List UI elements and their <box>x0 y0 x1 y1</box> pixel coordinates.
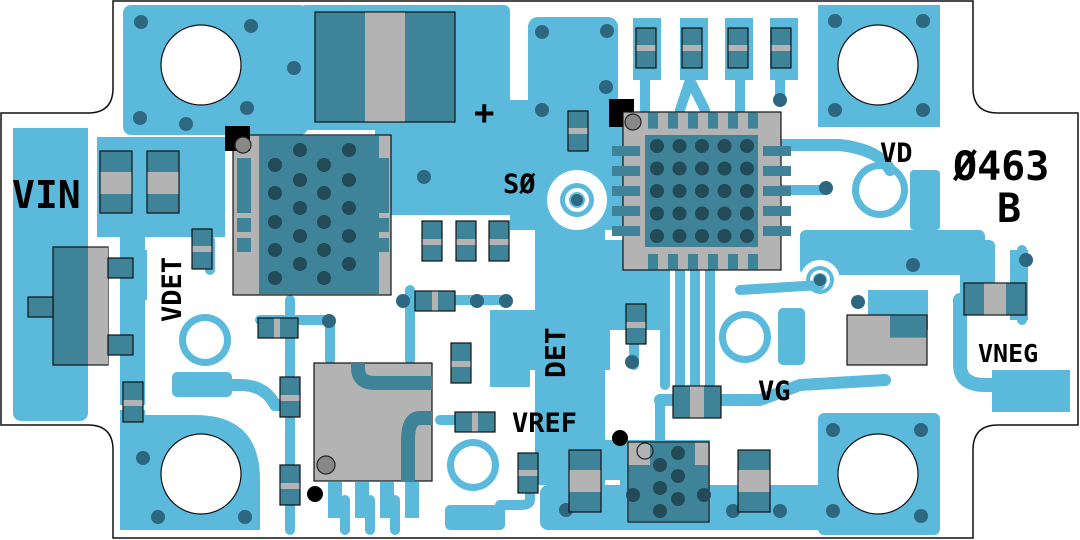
thermal-via <box>695 184 709 198</box>
resistor-r17 <box>770 27 792 69</box>
thermal-via <box>317 158 331 172</box>
thermal-via <box>672 229 687 243</box>
resistor-r6 <box>414 290 456 312</box>
label-vdet: VDET <box>157 257 188 322</box>
thermal-via <box>317 243 331 257</box>
thermal-via <box>717 206 732 221</box>
label-vd: VD <box>880 138 913 169</box>
thermal-via <box>650 184 664 198</box>
thermal-via <box>695 161 709 176</box>
resistor-r16 <box>727 27 749 69</box>
resistor-r18 <box>625 303 647 345</box>
label-det: DET <box>539 327 572 378</box>
thermal-via <box>268 158 282 172</box>
resistor-r5 <box>488 220 510 262</box>
capacitor-c-right-bottom <box>737 449 771 513</box>
thermal-via <box>717 184 732 198</box>
thermal-via <box>342 201 356 215</box>
resistor-r7 <box>257 317 299 339</box>
thermal-via <box>672 206 687 221</box>
label-vg: VG <box>758 376 791 407</box>
mounting-hole-bottom-left <box>160 433 242 515</box>
mounting-holes <box>160 24 919 515</box>
label-vneg: VNEG <box>978 339 1038 368</box>
resistor-r10 <box>450 342 472 384</box>
resistor-r4 <box>455 220 477 262</box>
thermal-via <box>650 161 664 176</box>
thermal-via <box>293 229 307 243</box>
thermal-via <box>293 143 307 157</box>
thermal-via <box>740 161 754 176</box>
pad-det <box>490 327 530 387</box>
label-plus: + <box>474 93 494 133</box>
thermal-via <box>317 186 331 200</box>
resistor-r14 <box>635 27 657 69</box>
inductor-vin <box>27 246 134 366</box>
thermal-via <box>268 215 282 229</box>
thermal-via <box>740 139 754 153</box>
thermal-via <box>740 229 754 243</box>
thermal-via <box>740 184 754 198</box>
resistor-vdet <box>191 228 213 270</box>
capacitor-c-bottom <box>568 449 602 513</box>
silkscreen: VIN VDET DET VREF VD VG VNEG SØ + Ø463 B <box>12 93 1049 439</box>
thermal-via <box>317 215 331 229</box>
thermal-via <box>695 229 709 243</box>
thermal-via <box>342 229 356 243</box>
resistor-r8 <box>279 376 301 418</box>
thermal-via <box>650 229 664 243</box>
thermal-via <box>268 271 282 285</box>
mounting-hole-top-right <box>837 24 919 106</box>
resistor-r11 <box>454 411 496 433</box>
ic-u2-qfn <box>609 99 791 271</box>
thermal-via <box>650 139 664 153</box>
thermal-via <box>740 206 754 221</box>
resistor-r12 <box>517 452 539 494</box>
resistor-r-left-bottom <box>122 381 144 423</box>
capacitor-vneg-large <box>846 314 928 366</box>
ic-u3 <box>307 362 433 518</box>
thermal-via <box>268 243 282 257</box>
ic-u1 <box>225 126 392 296</box>
thermal-via <box>293 257 307 271</box>
capacitor-c2 <box>146 150 180 214</box>
label-vin: VIN <box>12 173 81 217</box>
label-part-number: Ø463 <box>952 144 1049 190</box>
resistor-vneg <box>963 282 1027 316</box>
resistor-r9 <box>279 464 301 506</box>
vias <box>133 14 1033 524</box>
thermal-via <box>650 206 664 221</box>
thermal-via <box>672 139 687 153</box>
label-vref: VREF <box>512 408 577 439</box>
mounting-hole-bottom-right <box>837 433 919 515</box>
thermal-via <box>717 161 732 176</box>
thermal-via <box>672 161 687 176</box>
thermal-via <box>342 257 356 271</box>
label-s0: SØ <box>503 169 536 200</box>
inductor-vg <box>672 385 722 419</box>
passive-components <box>27 11 1027 513</box>
resistor-r3 <box>421 220 443 262</box>
thermal-via <box>717 139 732 153</box>
thermal-via <box>317 271 331 285</box>
thermal-via <box>695 139 709 153</box>
capacitor-bulk <box>314 11 456 123</box>
thermal-via <box>717 229 732 243</box>
ic-u4 <box>612 430 711 523</box>
thermal-via <box>268 186 282 200</box>
thermal-via <box>672 184 687 198</box>
mounting-hole-top-left <box>160 24 242 106</box>
thermal-via <box>293 173 307 187</box>
thermal-via <box>695 206 709 221</box>
resistor-r13 <box>567 110 589 152</box>
label-revision: B <box>997 186 1021 232</box>
thermal-via <box>342 143 356 157</box>
thermal-via <box>342 173 356 187</box>
capacitor-c1 <box>99 150 133 214</box>
resistor-r15 <box>681 27 703 69</box>
thermal-via <box>293 201 307 215</box>
